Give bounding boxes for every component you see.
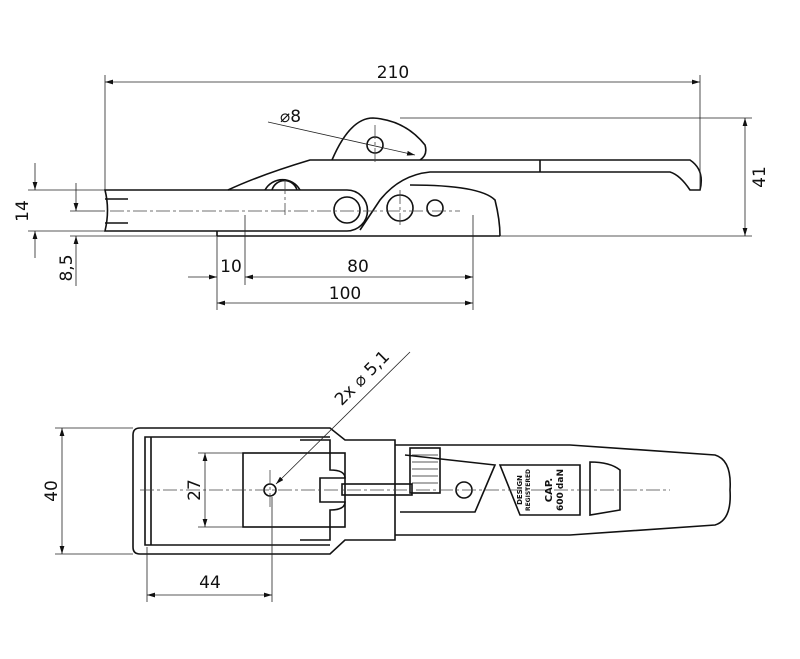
marking-registered: REGISTERED xyxy=(525,469,532,511)
lever xyxy=(227,159,703,237)
dim-rail-height: 14 xyxy=(13,200,33,222)
dim-axis-offset: 8,5 xyxy=(57,254,77,281)
side-view: 210 ⌀8 41 14 8,5 10 80 100 xyxy=(13,63,770,310)
dim-base-length: 100 xyxy=(329,284,361,304)
dim-hole-spec: 2x ⌀ 5,1 xyxy=(331,347,394,410)
rail xyxy=(103,189,369,232)
dim-inner-width: 27 xyxy=(185,479,205,501)
mount-hole xyxy=(426,199,444,217)
pivot-pin xyxy=(333,196,361,224)
top-view: DESIGN REGISTERED CAP. 600 daN 40 27 44 … xyxy=(42,347,732,602)
dim-overall-length: 210 xyxy=(377,63,409,83)
dim-pin-diameter: ⌀8 xyxy=(280,107,301,127)
base-plate xyxy=(216,231,500,237)
dim-height: 41 xyxy=(750,166,770,188)
dim-hole-spacing: 80 xyxy=(347,257,369,277)
dim-hole-offset: 44 xyxy=(199,573,221,593)
dim-base-offset: 10 xyxy=(220,257,242,277)
spring xyxy=(409,447,441,494)
lever-body xyxy=(395,444,732,536)
marking-panel xyxy=(498,464,581,516)
cam xyxy=(331,117,427,161)
dim-width: 40 xyxy=(42,480,62,502)
bracket-frame xyxy=(132,427,396,555)
